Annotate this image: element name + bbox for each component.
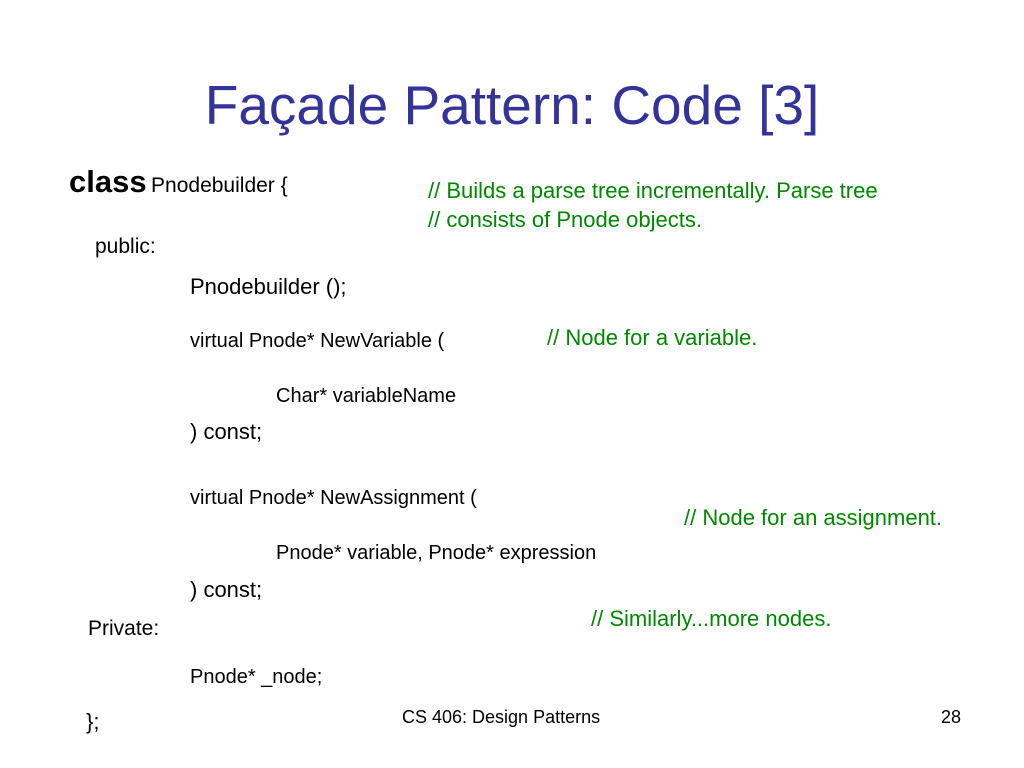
new-assignment-close: ) const; [190, 577, 263, 602]
new-assignment-declaration: virtual Pnode* NewAssignment ( [190, 487, 477, 509]
assignment-comment: // Node for an assignment. [684, 505, 943, 530]
variable-comment: // Node for a variable. [547, 325, 758, 350]
page-number: 28 [941, 707, 962, 727]
class-comment-line-1: // Builds a parse tree incrementally. Pa… [428, 178, 878, 203]
class-end: }; [86, 709, 100, 734]
constructor-declaration: Pnodebuilder (); [190, 274, 347, 299]
new-variable-close: ) const; [190, 419, 263, 444]
new-variable-parameter: Char* variableName [276, 385, 457, 407]
class-comment-line-2: // consists of Pnode objects. [428, 207, 702, 232]
class-comment: // Builds a parse tree incrementally. Pa… [428, 176, 878, 234]
private-member: Pnode* _node; [190, 666, 323, 688]
class-declaration-line: class Pnodebuilder { [69, 166, 288, 197]
more-nodes-comment: // Similarly...more nodes. [591, 606, 832, 631]
slide-title: Façade Pattern: Code [3] [204, 74, 820, 136]
class-keyword: class [69, 164, 147, 199]
class-declaration: Pnodebuilder { [151, 174, 288, 197]
public-label: public: [95, 235, 156, 258]
footer-course: CS 406: Design Patterns [402, 707, 601, 727]
new-assignment-parameters: Pnode* variable, Pnode* expression [276, 542, 597, 564]
new-variable-declaration: virtual Pnode* NewVariable ( [190, 330, 445, 352]
private-label: Private: [88, 617, 160, 640]
